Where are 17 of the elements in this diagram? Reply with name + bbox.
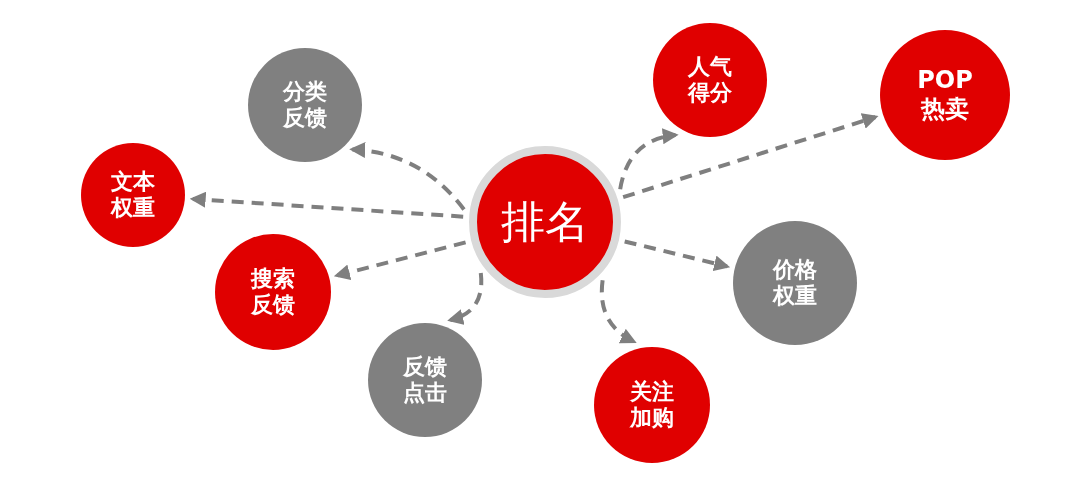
node-label: 价格权重: [771, 256, 818, 310]
node-label: POP热卖: [916, 66, 974, 124]
node-label: 分类反馈: [282, 78, 328, 132]
dashed-arrow: [599, 280, 637, 344]
dashed-arrow: [349, 142, 466, 211]
node-label: 搜索反馈: [249, 265, 296, 319]
dashed-arrow: [624, 239, 731, 272]
node-label: 关注加购: [628, 378, 675, 432]
node-label: 文本权重: [109, 168, 156, 222]
dashed-arrow: [189, 191, 464, 219]
node-label: 人气得分: [686, 53, 733, 107]
dashed-arrow: [447, 272, 484, 325]
dashed-arrow: [618, 128, 679, 190]
dashed-arrow: [622, 113, 879, 200]
dashed-arrow: [333, 240, 467, 281]
node-label: 反馈点击: [402, 353, 448, 407]
node-label: 排名: [500, 195, 590, 249]
